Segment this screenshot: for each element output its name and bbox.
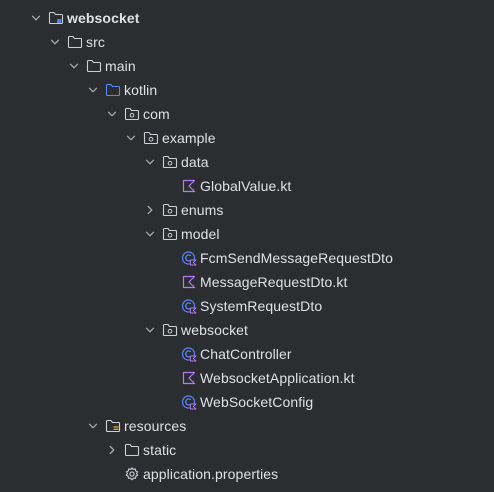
- chevron-down-icon[interactable]: [144, 156, 156, 168]
- package-icon: [162, 322, 178, 338]
- tree-item-label: static: [143, 442, 177, 458]
- tree-item-application-properties[interactable]: application.properties: [0, 462, 494, 486]
- kotlin-file-icon: [181, 274, 197, 290]
- kotlin-file-icon: [181, 370, 197, 386]
- tree-item-websocket[interactable]: websocket: [0, 318, 494, 342]
- chevron-down-icon[interactable]: [30, 12, 42, 24]
- tree-item-label: websocket: [181, 322, 249, 338]
- tree-item-globalvalue-kt[interactable]: GlobalValue.kt: [0, 174, 494, 198]
- tree-item-src[interactable]: src: [0, 30, 494, 54]
- tree-item-chatcontroller[interactable]: ChatController: [0, 342, 494, 366]
- tree-item-label: GlobalValue.kt: [200, 178, 292, 194]
- package-icon: [162, 226, 178, 242]
- module-folder-icon: [48, 10, 64, 26]
- tree-item-resources[interactable]: resources: [0, 414, 494, 438]
- chevron-down-icon[interactable]: [144, 228, 156, 240]
- chevron-down-icon[interactable]: [87, 84, 99, 96]
- kotlin-class-icon: [181, 394, 197, 410]
- kotlin-class-icon: [181, 346, 197, 362]
- chevron-right-icon[interactable]: [144, 204, 156, 216]
- folder-icon: [86, 58, 102, 74]
- tree-item-label: kotlin: [124, 82, 158, 98]
- tree-item-websocketapplication-kt[interactable]: WebsocketApplication.kt: [0, 366, 494, 390]
- source-root-folder-icon: [105, 82, 121, 98]
- package-icon: [162, 202, 178, 218]
- tree-item-model[interactable]: model: [0, 222, 494, 246]
- tree-item-label: websocket: [67, 10, 140, 26]
- tree-item-label: MessageRequestDto.kt: [200, 274, 348, 290]
- package-icon: [162, 154, 178, 170]
- chevron-right-icon[interactable]: [106, 444, 118, 456]
- package-icon: [124, 106, 140, 122]
- kotlin-class-icon: [181, 298, 197, 314]
- tree-item-fcmsendmessagerequestdto[interactable]: FcmSendMessageRequestDto: [0, 246, 494, 270]
- tree-item-websocket[interactable]: websocket: [0, 6, 494, 30]
- chevron-down-icon[interactable]: [49, 36, 61, 48]
- tree-item-static[interactable]: static: [0, 438, 494, 462]
- tree-item-enums[interactable]: enums: [0, 198, 494, 222]
- kotlin-class-icon: [181, 250, 197, 266]
- kotlin-file-icon: [181, 178, 197, 194]
- tree-item-systemrequestdto[interactable]: SystemRequestDto: [0, 294, 494, 318]
- folder-icon: [124, 442, 140, 458]
- tree-item-example[interactable]: example: [0, 126, 494, 150]
- tree-item-kotlin[interactable]: kotlin: [0, 78, 494, 102]
- chevron-down-icon[interactable]: [87, 420, 99, 432]
- tree-item-websocketconfig[interactable]: WebSocketConfig: [0, 390, 494, 414]
- chevron-down-icon[interactable]: [68, 60, 80, 72]
- tree-item-label: enums: [181, 202, 224, 218]
- tree-item-label: data: [181, 154, 209, 170]
- tree-item-label: src: [86, 34, 105, 50]
- tree-item-label: resources: [124, 418, 187, 434]
- chevron-down-icon[interactable]: [144, 324, 156, 336]
- folder-icon: [67, 34, 83, 50]
- tree-item-data[interactable]: data: [0, 150, 494, 174]
- tree-item-label: SystemRequestDto: [200, 298, 323, 314]
- tree-item-com[interactable]: com: [0, 102, 494, 126]
- tree-item-label: ChatController: [200, 346, 292, 362]
- properties-gear-icon: [124, 466, 140, 482]
- tree-item-label: application.properties: [143, 466, 279, 482]
- tree-item-label: WebsocketApplication.kt: [200, 370, 355, 386]
- package-icon: [143, 130, 159, 146]
- tree-item-label: WebSocketConfig: [200, 394, 314, 410]
- tree-item-label: com: [143, 106, 170, 122]
- tree-item-label: model: [181, 226, 220, 242]
- resources-root-folder-icon: [105, 418, 121, 434]
- tree-item-messagerequestdto-kt[interactable]: MessageRequestDto.kt: [0, 270, 494, 294]
- tree-item-main[interactable]: main: [0, 54, 494, 78]
- tree-item-label: main: [105, 58, 136, 74]
- chevron-down-icon[interactable]: [125, 132, 137, 144]
- chevron-down-icon[interactable]: [106, 108, 118, 120]
- tree-item-label: example: [162, 130, 216, 146]
- tree-item-label: FcmSendMessageRequestDto: [200, 250, 394, 266]
